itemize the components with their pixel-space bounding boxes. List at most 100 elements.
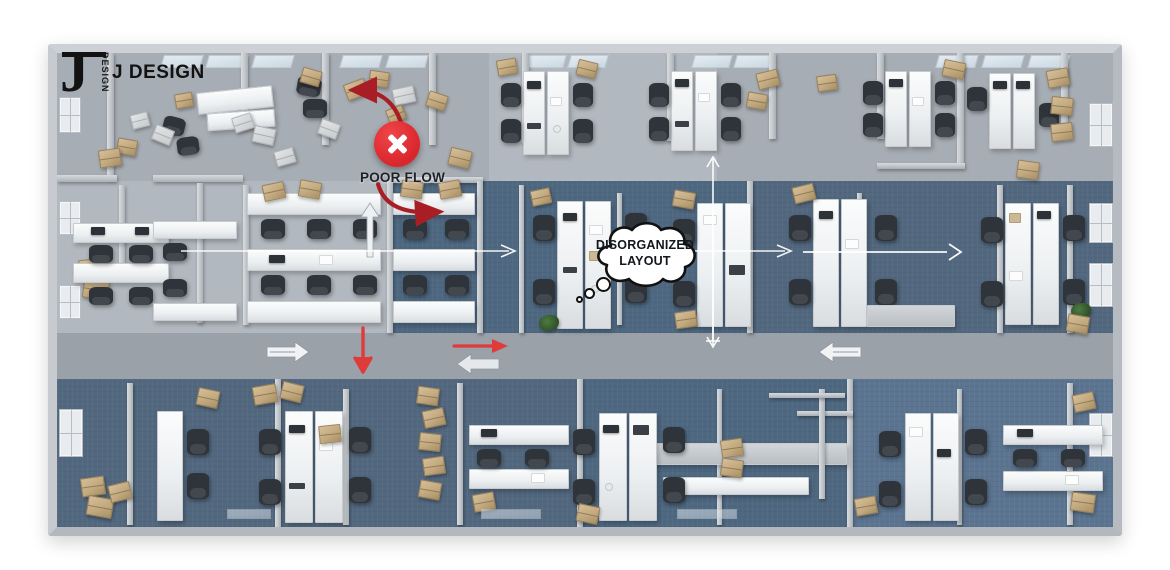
ceiling-light-panel bbox=[251, 55, 295, 68]
office-chair bbox=[129, 245, 153, 263]
office-chair bbox=[1061, 449, 1085, 467]
office-chair bbox=[349, 427, 371, 453]
paper-stack bbox=[909, 427, 923, 437]
partition-wall bbox=[243, 185, 249, 325]
cardboard-box bbox=[719, 457, 745, 479]
workstation-desk bbox=[1005, 203, 1031, 325]
window bbox=[59, 409, 83, 457]
office-chair bbox=[1013, 449, 1037, 467]
workstation-desk bbox=[1033, 203, 1059, 325]
partition-wall bbox=[127, 383, 133, 525]
workstation-desk bbox=[695, 71, 717, 151]
partition-wall bbox=[197, 183, 203, 323]
office-chair bbox=[129, 287, 153, 305]
office-chair bbox=[187, 429, 209, 455]
logo-vertical-text: DESIGN bbox=[100, 52, 110, 93]
keyboard bbox=[289, 483, 305, 489]
office-chair bbox=[477, 449, 501, 467]
straight-arrow-right bbox=[452, 339, 508, 353]
potted-plant bbox=[539, 315, 559, 331]
partition-wall-horizontal bbox=[57, 175, 117, 182]
arrow-left-bottom bbox=[456, 353, 500, 375]
workstation-desk bbox=[933, 413, 959, 521]
office-chair bbox=[875, 215, 897, 241]
paper-stack bbox=[703, 215, 717, 225]
partition-wall bbox=[477, 181, 483, 333]
partition-wall bbox=[957, 53, 964, 163]
floor-marking bbox=[677, 509, 737, 519]
office-chair bbox=[673, 281, 695, 307]
office-chair bbox=[863, 81, 883, 105]
monitor bbox=[91, 227, 105, 235]
keyboard bbox=[675, 121, 689, 127]
paper-stack bbox=[698, 93, 710, 102]
coffee-cup bbox=[553, 125, 561, 133]
office-chair bbox=[721, 83, 741, 107]
office-chair bbox=[89, 287, 113, 305]
structural-beam bbox=[769, 393, 845, 398]
office-chair bbox=[163, 279, 187, 297]
office-chair bbox=[533, 279, 555, 305]
office-chair bbox=[307, 275, 331, 295]
workstation-desk bbox=[1003, 471, 1103, 491]
partition-wall bbox=[1061, 53, 1068, 123]
partition-wall bbox=[387, 181, 393, 333]
office-chair bbox=[981, 281, 1003, 307]
cardboard-box bbox=[1045, 67, 1071, 89]
office-chair bbox=[501, 119, 521, 143]
office-chair bbox=[261, 219, 285, 239]
office-chair bbox=[879, 431, 901, 457]
ceiling-light-panel bbox=[339, 55, 383, 68]
arrow-left-right-zone bbox=[818, 341, 862, 363]
office-chair bbox=[445, 275, 469, 295]
office-chair bbox=[879, 481, 901, 507]
paper-stack bbox=[845, 239, 859, 249]
paper-stack bbox=[531, 473, 545, 483]
partition-wall bbox=[457, 383, 463, 525]
poor-flow-x-icon bbox=[374, 121, 420, 167]
paper-stack bbox=[1065, 475, 1079, 485]
paper-stack bbox=[1009, 271, 1023, 281]
office-chair bbox=[261, 275, 285, 295]
partition-wall-horizontal bbox=[877, 163, 965, 169]
office-chair bbox=[1063, 215, 1085, 241]
office-chair bbox=[445, 219, 469, 239]
workstation-desk bbox=[547, 71, 569, 155]
office-chair bbox=[573, 83, 593, 107]
cardboard-box bbox=[1065, 313, 1091, 335]
floor-marking bbox=[227, 509, 271, 519]
laptop bbox=[633, 425, 649, 435]
office-chair bbox=[259, 479, 281, 505]
partition-wall bbox=[957, 389, 962, 525]
office-chair bbox=[353, 275, 377, 295]
partition-wall-horizontal bbox=[797, 411, 853, 416]
partition-wall bbox=[769, 53, 776, 139]
office-chair bbox=[403, 219, 427, 239]
cardboard-box bbox=[318, 423, 342, 445]
partition-wall bbox=[343, 389, 349, 525]
window bbox=[1089, 103, 1113, 147]
workstation-desk bbox=[247, 301, 381, 323]
cardboard-box bbox=[97, 147, 123, 169]
monitor bbox=[889, 79, 903, 87]
window bbox=[1089, 203, 1113, 243]
office-chair bbox=[533, 215, 555, 241]
arrow-right-center-1 bbox=[181, 244, 518, 258]
workstation-desk bbox=[1013, 73, 1035, 149]
paper-stack bbox=[912, 97, 924, 106]
ceiling-light-panel bbox=[525, 55, 567, 68]
workstation-desk bbox=[523, 71, 545, 155]
logo-wordmark: J DESIGN bbox=[112, 62, 205, 83]
office-chair bbox=[721, 117, 741, 141]
office-chair bbox=[175, 135, 201, 157]
workstation-desk bbox=[841, 199, 867, 327]
office-chair bbox=[875, 279, 897, 305]
coffee-cup bbox=[605, 483, 613, 491]
office-chair bbox=[525, 449, 549, 467]
partition-wall bbox=[1067, 185, 1073, 333]
cardboard-box bbox=[421, 455, 447, 477]
paper-stack bbox=[550, 97, 562, 106]
partition-wall bbox=[241, 53, 248, 113]
brand-logo[interactable]: J DESIGN J DESIGN bbox=[60, 43, 210, 102]
laptop bbox=[729, 265, 745, 275]
